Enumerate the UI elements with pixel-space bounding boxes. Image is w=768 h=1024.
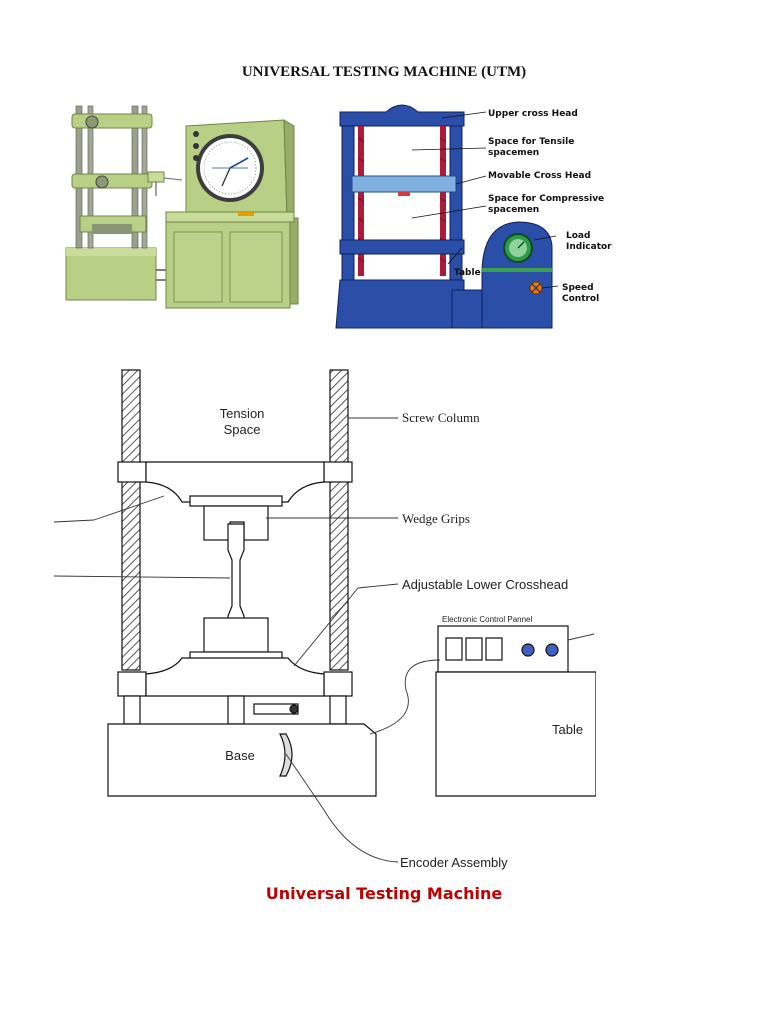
label-tension-space-1: Tension (220, 406, 265, 421)
utm-schematic: Tension Space Screw Column Wedge Grips A… (54, 369, 596, 870)
utm-machine-illustration (65, 105, 299, 309)
figure-caption: Universal Testing Machine (265, 884, 503, 903)
screw-column-left (121, 369, 141, 671)
label-table: Table (552, 722, 583, 737)
label-screw-column: Screw Column (402, 410, 480, 425)
label-lower-crosshead: Adjustable Lower Crosshead (402, 577, 568, 592)
screw-column-right (329, 369, 349, 671)
label-tension-space-2: Space (224, 422, 261, 437)
label-wedge-grips: Wedge Grips (402, 511, 470, 526)
label-tensile-space-1: Space for Tensile (488, 137, 574, 147)
label-control-panel: Electronic Control Pannel (442, 615, 532, 624)
label-tensile-space-2: spacemen (488, 148, 539, 158)
label-base: Base (225, 748, 255, 763)
label-load-indicator-2: Indicator (566, 242, 612, 252)
label-speed-control-2: Control (562, 294, 599, 304)
label-load-indicator-1: Load (566, 231, 590, 241)
label-movable-cross-head: Movable Cross Head (488, 171, 591, 181)
utm-labeled-diagram: Upper cross Head Space for Tensile space… (322, 98, 614, 330)
label-compressive-space-1: Space for Compressive (488, 194, 604, 204)
label-speed-control-1: Speed (562, 283, 594, 293)
label-upper-cross-head: Upper cross Head (488, 109, 578, 119)
page-title: UNIVERSAL TESTING MACHINE (UTM) (241, 64, 527, 80)
label-compressive-space-2: spacemen (488, 205, 539, 215)
label-table: Table (454, 268, 481, 278)
label-encoder-assembly: Encoder Assembly (400, 855, 508, 870)
